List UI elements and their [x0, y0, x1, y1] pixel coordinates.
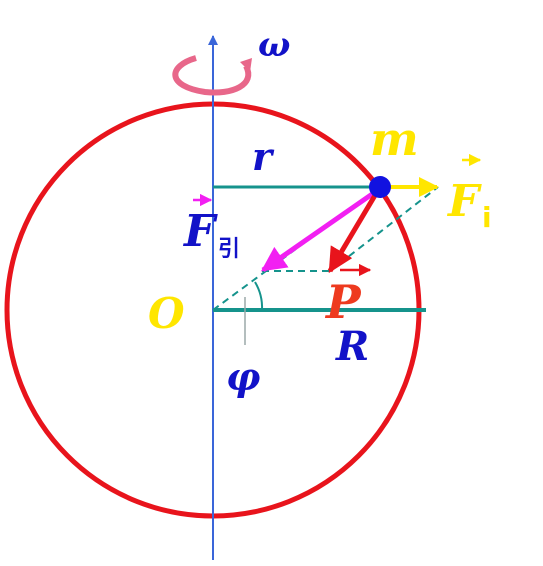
inertial-force-symbol: F — [446, 176, 482, 227]
mass-point-icon — [369, 176, 391, 198]
gravity-force-symbol: F — [182, 206, 218, 257]
earth-radius-label: R — [335, 323, 369, 370]
origin-label: O — [148, 289, 185, 338]
rotation-arrow-icon — [172, 55, 252, 96]
p-force-arrow — [327, 190, 380, 274]
phi-label: φ — [226, 354, 260, 399]
mass-label: m — [370, 112, 419, 166]
gravity-force-subscript: 引 — [218, 237, 240, 262]
gravity-force-label: F 引 — [182, 193, 240, 262]
p-force-label: P — [324, 263, 372, 329]
inertial-force-label: F i — [446, 153, 492, 234]
angle-phi-arc — [254, 281, 264, 311]
small-r-label: r — [252, 134, 275, 179]
p-force-symbol: P — [324, 275, 362, 329]
gravity-force-arrow — [260, 187, 380, 273]
inertial-force-subscript: i — [482, 201, 492, 234]
omega-label: ω — [258, 25, 290, 65]
